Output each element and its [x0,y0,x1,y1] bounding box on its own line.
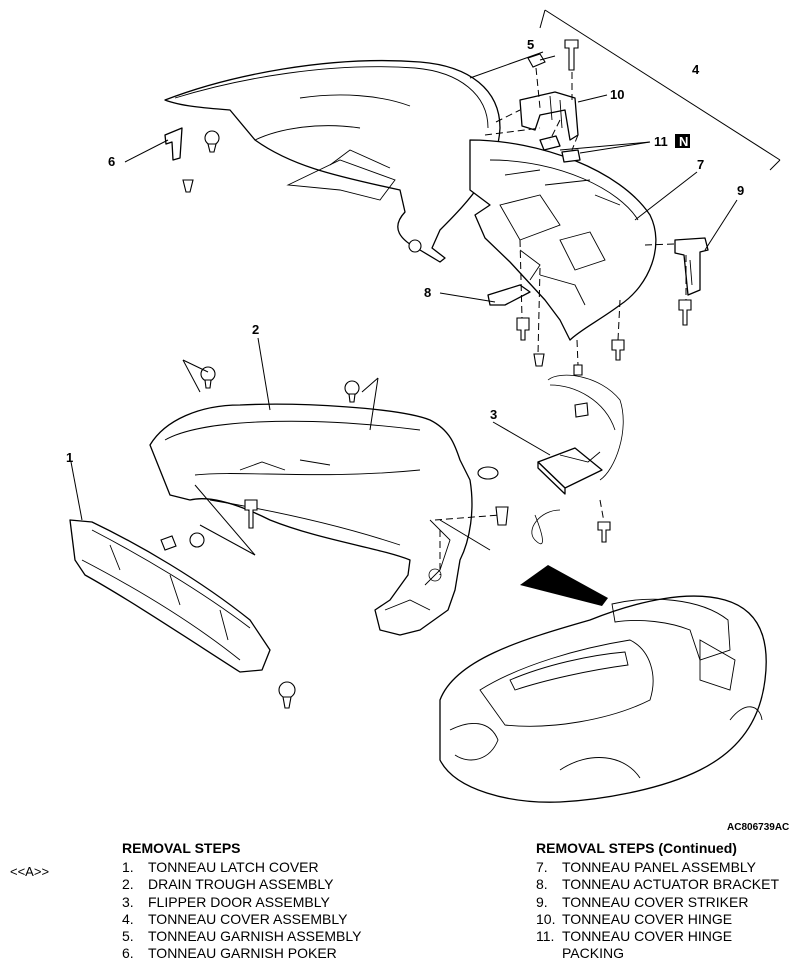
list-item: 2.DRAIN TROUGH ASSEMBLY [122,876,334,893]
list-item: 10.TONNEAU COVER HINGE [536,910,733,927]
list-item: 6.TONNEAU GARNISH POKER [122,945,337,962]
assembly-guide-lines [434,67,687,575]
list-item: 11.TONNEAU COVER HINGE [536,928,733,945]
tonneau-cover-hinge-part [519,39,579,141]
leader-lines [70,9,781,556]
exploded-parts-diagram: 5 4 10 11 N 7 9 6 8 2 3 1 [66,9,781,803]
callout-10: 10 [610,87,624,102]
callout-5: 5 [527,37,534,52]
new-part-mark: N [675,134,690,149]
flipper-door-assembly-part [531,364,624,545]
tonneau-garnish-assembly-part [164,59,501,263]
callout-2: 2 [252,322,259,337]
tonneau-garnish-poker-part [164,127,220,193]
callout-9: 9 [737,183,744,198]
callout-numbers: 5 4 10 11 N 7 9 6 8 2 3 1 [66,37,744,465]
drain-trough-assembly-part [149,403,473,636]
tonneau-cover-hinge-packing-part [539,135,581,163]
callout-6: 6 [108,154,115,169]
list-item: 7.TONNEAU PANEL ASSEMBLY [536,859,756,875]
fasteners [160,239,625,551]
tonneau-latch-cover-part [69,519,296,709]
list-item: 9.TONNEAU COVER STRIKER [536,893,749,910]
note-marker-a: <<A>> [10,864,50,879]
tonneau-panel-assembly-part [469,139,657,341]
list-item: 3.FLIPPER DOOR ASSEMBLY [122,893,330,910]
new-part-mark-text: N [679,134,688,149]
callout-11: 11 [654,134,668,149]
list-item: 5.TONNEAU GARNISH ASSEMBLY [122,928,362,945]
callout-7: 7 [697,157,704,172]
location-arrow [520,565,608,606]
list-item: PACKING [562,945,624,962]
callout-1: 1 [66,450,73,465]
list-item: 4.TONNEAU COVER ASSEMBLY [122,910,348,927]
list-item: 1.TONNEAU LATCH COVER [122,859,319,875]
tonneau-actuator-bracket-part [487,284,531,341]
car-outline-illustration [439,595,767,803]
removal-steps-continued-list: 7.TONNEAU PANEL ASSEMBLY 8.TONNEAU ACTUA… [536,859,779,963]
callout-4: 4 [692,62,700,77]
removal-steps-list: 1.TONNEAU LATCH COVER 2.DRAIN TROUGH ASS… [122,859,361,963]
tonneau-cover-striker-part [674,237,709,326]
list-item: 8.TONNEAU ACTUATOR BRACKET [536,876,780,893]
callout-3: 3 [490,407,497,422]
removal-steps-continued-title: REMOVAL STEPS (Continued) [536,840,737,856]
removal-steps-title: REMOVAL STEPS [122,840,241,856]
callout-8: 8 [424,285,431,300]
figure-code: AC806739AC [727,822,790,833]
